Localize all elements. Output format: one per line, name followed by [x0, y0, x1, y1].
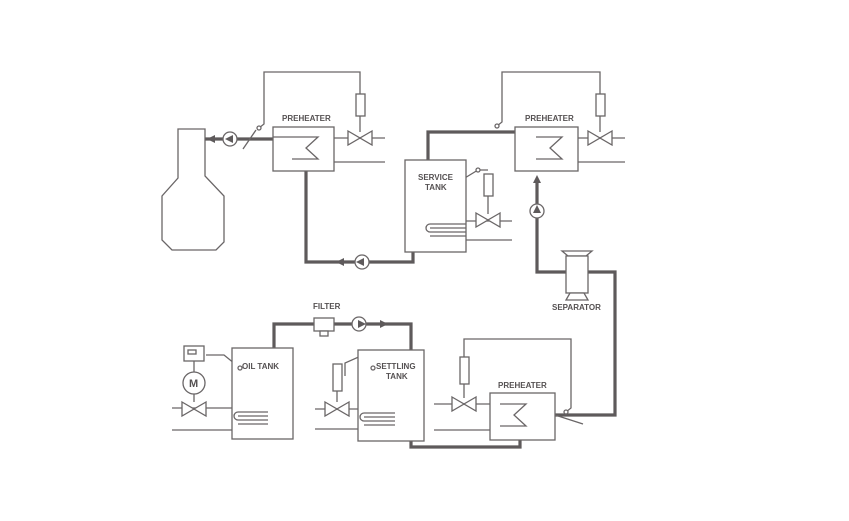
sensor-dot-service [475, 167, 481, 173]
preheater-top-left-label: PREHEATER [282, 114, 331, 123]
control-line-bottom-tail [554, 414, 584, 425]
pump-transfer [351, 316, 367, 332]
service-tank-heating-coil [425, 223, 466, 237]
control-line-top-left [258, 71, 361, 129]
oil-tank-label: OIL TANK [242, 362, 279, 371]
settling-tank-label-line2: TANK [386, 372, 408, 381]
control-line-bottom [463, 338, 572, 413]
sensor-dot-bottom [563, 409, 569, 415]
pipe-service-tank-to-preheater [304, 169, 415, 264]
control-valve-top-right [587, 93, 613, 147]
separator [560, 250, 594, 301]
motor-valve-oil-tank [181, 345, 207, 418]
pipe-separator-loop [535, 180, 617, 417]
separator-label: SEPARATOR [552, 303, 601, 312]
preheater-bottom [489, 392, 556, 441]
service-tank-label-line2: TANK [425, 183, 447, 192]
engine [161, 128, 225, 251]
sensor-dot-settling [370, 365, 376, 371]
pump-service-tank-out [354, 254, 370, 270]
pipe-oil-tank-to-settling-tank [272, 322, 413, 352]
pump-right-preheater [529, 203, 545, 219]
preheater-top-right [514, 126, 579, 172]
sensor-dot-oil-tank [237, 365, 243, 371]
pump-engine-feed [222, 131, 238, 147]
control-valve-service-tank [475, 173, 501, 229]
filter-label: FILTER [313, 302, 341, 311]
flow-arrow-right-preheater [533, 175, 541, 183]
settling-tank-label-line1: SETTLING [376, 362, 416, 371]
sensor-dot-top-left [256, 125, 262, 131]
control-valve-top-left [347, 93, 373, 147]
pump-engine-feed-sensor [242, 129, 257, 150]
control-valve-bottom [451, 356, 477, 413]
filter [313, 317, 335, 337]
flow-arrow-engine [207, 135, 215, 143]
pipe-right-preheater-to-service-tank [426, 130, 517, 162]
sensor-dot-top-right [494, 123, 500, 129]
oil-tank-heating-coil [233, 411, 268, 425]
settling-tank-heating-coil [359, 412, 395, 426]
service-tank-label-line1: SERVICE [418, 173, 454, 182]
service-tank [404, 159, 467, 253]
pipe-settling-tank-to-preheater [409, 438, 522, 449]
preheater-top-right-label: PREHEATER [525, 114, 574, 123]
preheater-top-left [272, 126, 335, 172]
control-line-top-right [496, 71, 601, 127]
preheater-bottom-label: PREHEATER [498, 381, 547, 390]
flow-arrow-transfer [380, 320, 388, 328]
flow-arrow-service-out [336, 258, 344, 266]
motor-symbol: M [189, 378, 198, 390]
control-valve-settling-tank [324, 363, 350, 418]
settling-tank [357, 349, 425, 442]
